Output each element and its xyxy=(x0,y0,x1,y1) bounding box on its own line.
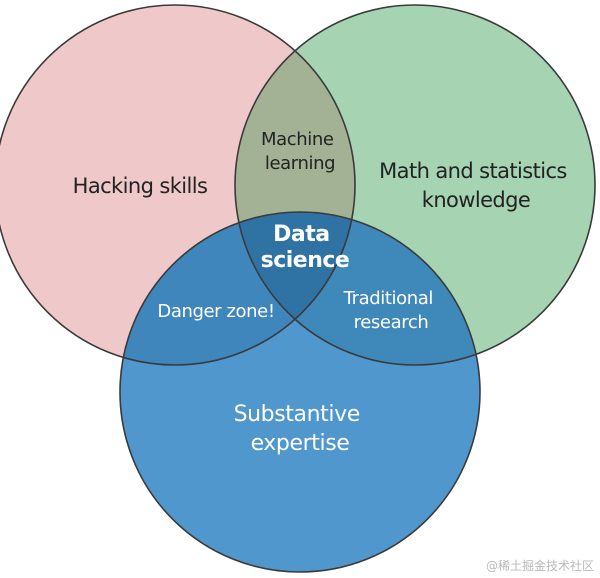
hacking-skills-label: Hacking skills xyxy=(73,174,208,198)
data-science-label: Data science xyxy=(261,222,350,273)
traditional-research-region xyxy=(235,212,480,365)
math-outline xyxy=(234,4,596,366)
machine-learning-label: Machine learning xyxy=(261,129,339,174)
traditional-research-label: Traditional research xyxy=(343,288,439,333)
hacking-outline xyxy=(0,4,356,366)
danger-zone-label: Danger zone! xyxy=(157,301,274,322)
danger-zone-region xyxy=(120,212,355,365)
math-statistics-label: Math and statistics knowledge xyxy=(379,159,573,212)
substantive-outline xyxy=(119,211,481,573)
watermark-text: @稀土掘金技术社区 xyxy=(485,559,594,573)
substantive-expertise-label: Substantive expertise xyxy=(234,402,367,456)
